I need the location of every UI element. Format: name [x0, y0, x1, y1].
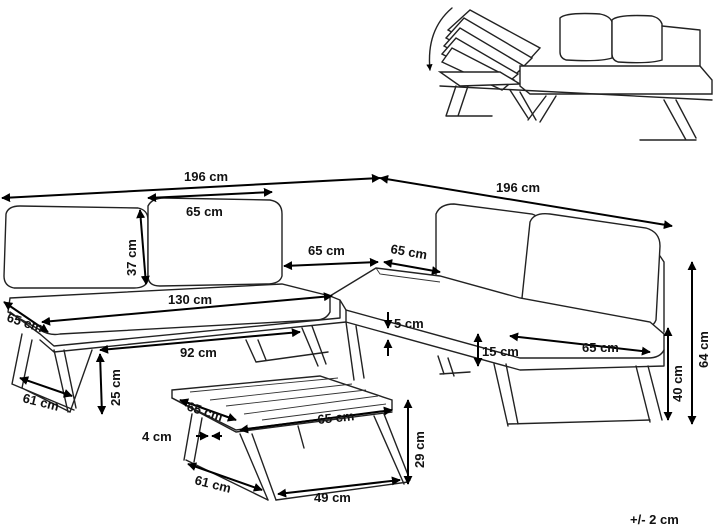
dimension-labels: 196 cm 196 cm 65 cm 37 cm 65 cm 65 cm 13…: [5, 169, 711, 527]
label-cushion-thickness: 5 cm: [394, 316, 424, 331]
label-leg-depth: 61 cm: [21, 390, 60, 413]
label-sofa-length-right: 196 cm: [496, 180, 540, 195]
label-leg-span: 92 cm: [180, 345, 217, 360]
label-corner-depth: 65 cm: [389, 241, 428, 262]
label-total-height: 64 cm: [696, 331, 711, 368]
label-seat-width: 130 cm: [168, 292, 212, 307]
label-corner-width: 65 cm: [308, 243, 345, 258]
label-table-depth: 65 cm: [317, 408, 355, 427]
label-table-leg-depth: 61 cm: [193, 472, 232, 495]
label-back-cushion-width: 65 cm: [186, 204, 223, 219]
reclining-illustration: [426, 7, 713, 141]
label-leg-height: 25 cm: [108, 369, 123, 406]
tolerance-note: +/- 2 cm: [630, 512, 679, 527]
label-table-height: 29 cm: [412, 431, 427, 468]
dimension-arrows: [1, 173, 697, 498]
label-sofa-length-left: 196 cm: [184, 169, 228, 184]
sofa-right-section: [328, 203, 665, 427]
label-seat-cushion-height: 15 cm: [482, 344, 519, 359]
label-seat-height: 40 cm: [670, 365, 685, 402]
label-table-top-thickness: 4 cm: [142, 429, 172, 444]
label-seat-depth-right: 65 cm: [582, 340, 619, 355]
label-back-cushion-height: 37 cm: [124, 239, 139, 276]
label-table-leg-span: 49 cm: [314, 490, 351, 505]
